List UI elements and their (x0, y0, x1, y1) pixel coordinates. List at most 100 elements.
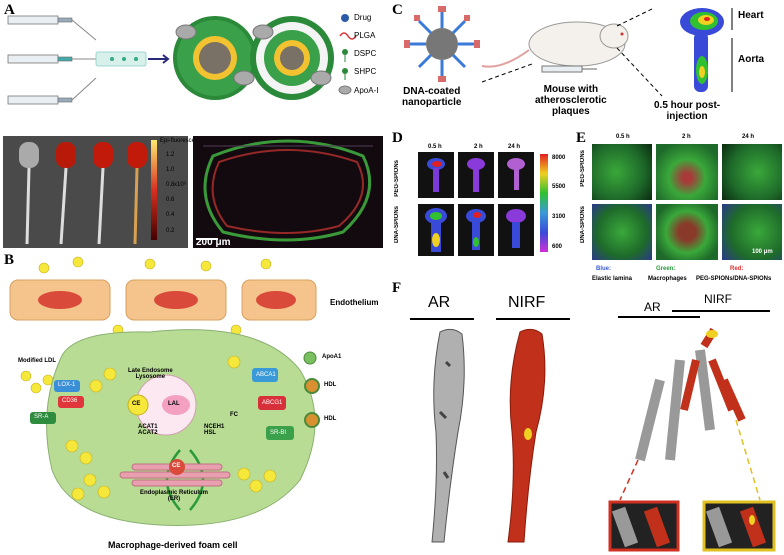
e-image-peg-2h (656, 144, 718, 200)
panel-d-images (418, 152, 534, 256)
legend-drug: Drug (354, 13, 372, 22)
er-label: Endoplasmic Reticulum (ER) (140, 490, 209, 502)
foam-cell-diagram (9, 256, 320, 526)
e-legend-green: Green: (656, 266, 676, 272)
scalebar-label: 200 μm (196, 237, 231, 248)
f-ar-label: AR (428, 294, 451, 311)
lox1-label: LOX-1 (58, 382, 76, 388)
syringe-middle (7, 54, 96, 64)
colorbar-title: Epi-fluorescence (160, 138, 205, 144)
panel-e-letter: E (576, 130, 587, 146)
f-nirf-underline (496, 318, 570, 320)
acat-label: ACAT1 ACAT2 (138, 424, 158, 436)
colorbar-tick-1: 1.2 (166, 152, 175, 158)
panel-c-letter: C (392, 2, 403, 18)
lipid-droplets (65, 355, 277, 501)
e-scalebar: 100 μm (752, 249, 773, 255)
e-time-3: 24 h (742, 134, 755, 140)
ce-droplet (127, 394, 149, 416)
output-hdl-1 (304, 378, 320, 394)
panel-a-synthesis-diagram (7, 14, 357, 105)
mouse-label: Mouse with atherosclerotic plaques (535, 84, 607, 117)
heat-map-icon (680, 8, 724, 92)
sra-label: SR-A (34, 414, 49, 420)
colorbar-tick-2: 1.0 (166, 167, 175, 173)
foam-cell-caption: Macrophage-derived foam cell (108, 540, 238, 550)
output-apoa1 (303, 351, 317, 365)
scalebar-line (196, 238, 218, 240)
f-underline-3 (672, 310, 770, 312)
e-legend-red: Red: (730, 266, 744, 272)
panel-b-letter: B (4, 252, 15, 268)
e-legend-green-desc: Macrophages (648, 276, 687, 282)
d-time-3: 24 h (508, 144, 521, 150)
arrow-icon (148, 54, 170, 64)
e-image-dna-2h (656, 204, 718, 260)
panel-a-letter: A (4, 2, 15, 18)
mouse-icon (481, 21, 629, 68)
er-ce-label: CE (172, 463, 181, 469)
panel-c-diagram (404, 6, 733, 97)
panel-d-letter: D (392, 130, 403, 146)
aorta-label: Aorta (738, 54, 765, 65)
panel-f-letter: F (392, 280, 402, 296)
d-tick-3: 3100 (552, 214, 566, 220)
modified-ldl-label: Modified LDL (18, 358, 56, 364)
legend-dspc: DSPC (354, 49, 377, 58)
e-image-dna-24h (722, 204, 782, 260)
transporter-abcg1 (258, 396, 286, 410)
f-nirf-label: NIRF (508, 294, 546, 311)
e-row-1: PEG-SPIONs (580, 150, 586, 187)
drug-icon (341, 14, 349, 22)
e-image-peg-24h (722, 144, 782, 200)
time-label: 0.5 hour post- injection (654, 100, 721, 122)
e-legend-blue: Blue: (596, 266, 611, 272)
nanoparticle-label: DNA-coated nanoparticle (402, 86, 462, 108)
abca1-label: ABCA1 (256, 372, 276, 378)
syringe-top (7, 15, 97, 41)
colorbar-tick-4: 0.6 (166, 197, 175, 203)
apoa-icon (338, 85, 352, 95)
heart-label: Heart (738, 10, 764, 21)
hdl-label-2: HDL (324, 416, 337, 422)
nanoparticle-1 (173, 16, 257, 100)
d-tick-1: 8000 (552, 155, 566, 161)
e-time-2: 2 h (682, 134, 691, 140)
f-vessel-images (431, 328, 546, 543)
e-time-1: 0.5 h (616, 134, 630, 140)
lal-label: LAL (168, 401, 180, 407)
legend-plga: PLGA (354, 31, 376, 40)
legend-apoa: ApoA-I (354, 86, 379, 95)
syringe-bottom (7, 77, 97, 105)
receptor-cd36 (58, 396, 84, 408)
f-ar-underline (410, 318, 474, 320)
nceh-label: NCEH1 HSL (204, 424, 225, 436)
ce-label: CE (132, 401, 141, 407)
aorta-imaging-photo (3, 136, 188, 248)
shpc-icon (342, 68, 348, 80)
d-row-1: PEG-SPIONs (394, 160, 400, 197)
ldl-particles (20, 256, 272, 394)
dspc-icon (342, 49, 348, 62)
cd36-label: CD36 (62, 398, 78, 404)
nanoparticle-2 (250, 16, 334, 100)
lal-enzyme (162, 395, 190, 415)
receptor-sra (30, 412, 56, 424)
e-image-peg-05h (592, 144, 652, 200)
e-image-dna-05h (592, 204, 652, 260)
d-tick-2: 5500 (552, 184, 566, 190)
abcg1-label: ABCG1 (262, 400, 283, 406)
d-time-1: 0.5 h (428, 144, 442, 150)
fc-label: FC (230, 412, 238, 418)
aortic-section-micrograph (193, 136, 383, 248)
microfluidic-channel (95, 51, 147, 67)
endothelium-label: Endothelium (330, 298, 379, 307)
receptor-lox1 (54, 380, 80, 392)
apoa1-label: ApoA1 (322, 354, 342, 360)
dna-nanoparticle-icon (404, 6, 480, 82)
colorbar-tick-3: 0.8 (166, 182, 175, 188)
colorbar-tick-5: 0.4 (166, 212, 175, 218)
srbi-label: SR-BI (270, 430, 287, 436)
e-legend-red-desc: PEG-SPIONs/DNA-SPIONs (696, 276, 772, 282)
plga-icon (339, 32, 357, 40)
